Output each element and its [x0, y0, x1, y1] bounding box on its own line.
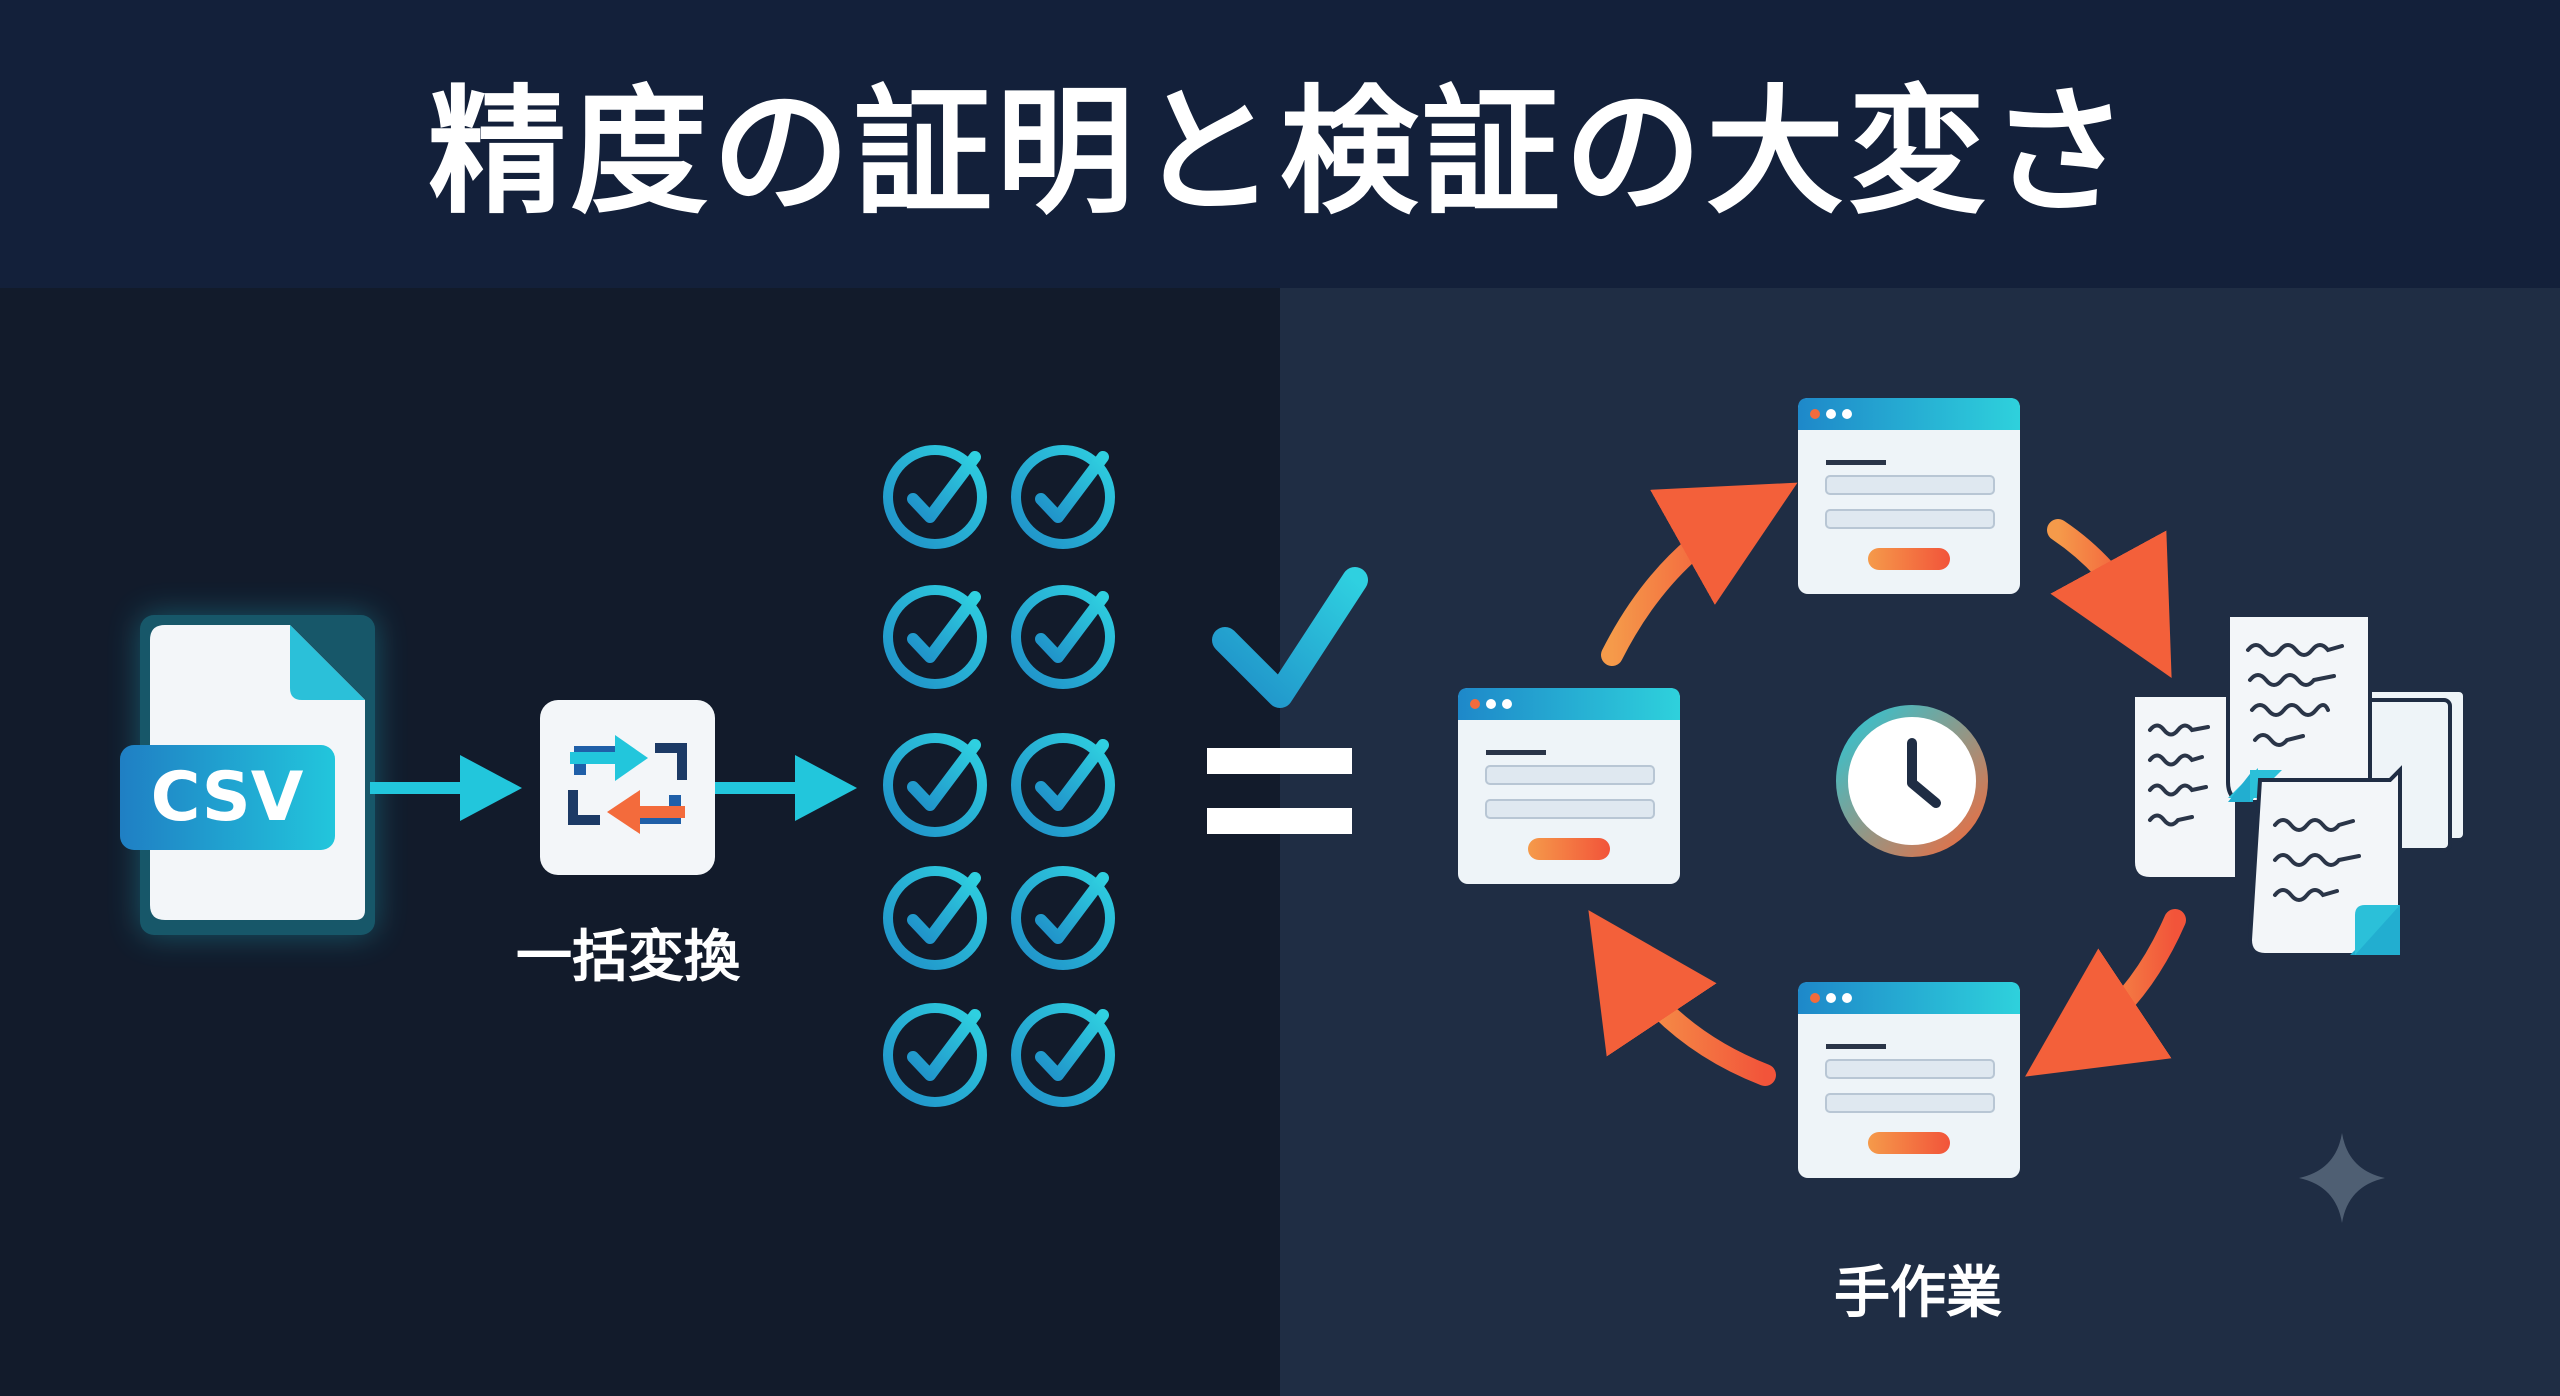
csv-file-icon: CSV: [120, 615, 375, 935]
check-grid: [883, 445, 1115, 1107]
document-stack-icon: [2135, 613, 2467, 957]
sparkle-icon: [2299, 1133, 2385, 1223]
check-circle-icon: [1011, 1003, 1115, 1107]
convert-arrows-icon: [540, 700, 715, 875]
form-window-icon: [1458, 688, 1680, 884]
checkmark-icon: [1212, 567, 1368, 708]
form-window-icon: [1798, 982, 2020, 1178]
check-circle-icon: [883, 585, 987, 689]
manual-work-label: 手作業: [1834, 1261, 2002, 1326]
csv-badge-text: CSV: [151, 758, 304, 837]
form-window-icon: [1798, 398, 2020, 594]
cycle-arrow-bottom-right: [2025, 909, 2186, 1077]
arrow-csv-to-convert: [370, 755, 522, 821]
check-circle-icon: [1011, 585, 1115, 689]
check-circle-icon: [883, 1003, 987, 1107]
cycle-arrow-top-left: [1601, 482, 1798, 666]
cycle-arrow-top-right: [2047, 519, 2172, 678]
batch-convert-label: 一括変換: [516, 925, 740, 990]
equals-icon: [1207, 748, 1352, 834]
page-title: 精度の証明と検証の大変さ: [427, 72, 2132, 233]
cycle-arrows: [1588, 482, 2186, 1086]
check-circle-icon: [1011, 445, 1115, 549]
arrow-convert-to-checks: [715, 755, 857, 821]
check-circle-icon: [883, 445, 987, 549]
check-circle-icon: [1011, 866, 1115, 970]
check-circle-icon: [1011, 733, 1115, 837]
clock-icon: [1836, 705, 1988, 857]
cycle-arrow-bottom-left: [1588, 910, 1776, 1086]
header-bar: 精度の証明と検証の大変さ: [0, 0, 2560, 288]
check-circle-icon: [883, 866, 987, 970]
check-circle-icon: [883, 733, 987, 837]
